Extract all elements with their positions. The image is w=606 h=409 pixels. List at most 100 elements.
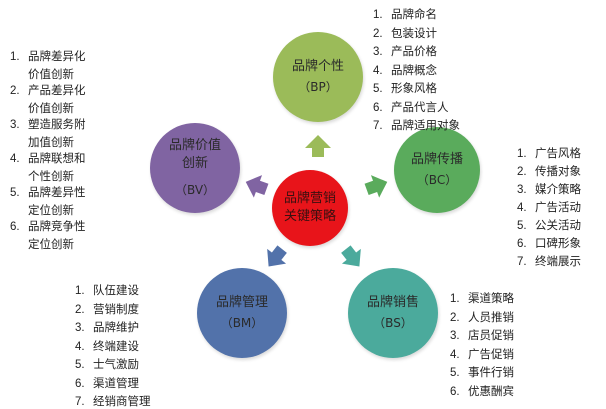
item-number: 4.: [10, 153, 20, 165]
arrow-to-bm: [267, 245, 287, 267]
item-text: 广告风格: [535, 146, 581, 160]
item-number: 1.: [517, 148, 527, 160]
item-text-line1: 产品差异化: [28, 83, 86, 97]
arrow-to-bv: [245, 175, 269, 198]
bp-list-item: 1.品牌命名: [373, 6, 460, 25]
item-text: 优惠酬宾: [468, 383, 514, 398]
center-node: 品牌营销 关键策略: [272, 170, 348, 246]
bm-list-item: 5.士气激励: [75, 356, 151, 375]
bv-list-item: 5. 品牌差异性定位创新: [10, 184, 86, 218]
node-bv-code: （BV）: [174, 183, 216, 197]
item-text: 终端建设: [93, 338, 139, 353]
bc-list-item: 4.广告活动: [517, 199, 581, 217]
item-text: 产品代言人: [391, 99, 449, 114]
bm-list-item: 4. 终端建设: [75, 338, 151, 357]
item-number: 1.: [10, 51, 20, 63]
item-number: 4.: [75, 340, 85, 353]
bs-list-item: 3. 店员促销: [450, 327, 514, 346]
item-text: 公关活动: [535, 218, 581, 232]
item-text: 经销商管理: [93, 394, 151, 408]
node-bv-name-line2: 创新: [181, 156, 208, 171]
item-text: 营销制度: [93, 301, 139, 316]
item-text: 形象风格: [391, 81, 437, 95]
item-number: 6.: [10, 221, 20, 233]
bm-list-item: 1.队伍建设: [75, 282, 151, 301]
bm-list-item: 6.渠道管理: [75, 375, 151, 394]
item-number: 1.: [450, 293, 460, 305]
node-bc: 品牌传播 （BC）: [394, 127, 480, 213]
item-number: 3.: [517, 184, 527, 196]
item-number: 2.: [75, 303, 85, 316]
item-text: 人员推销: [468, 309, 514, 324]
item-number: 1.: [373, 9, 383, 21]
bp-list-item: 6.产品代言人: [373, 99, 460, 118]
item-text: 广告促销: [468, 346, 514, 361]
item-text: 事件行销: [468, 365, 514, 380]
item-number: 2.: [517, 166, 527, 178]
bv-list-item: 6.品牌竞争性定位创新: [10, 218, 86, 252]
node-bm-name: 品牌管理: [215, 295, 268, 310]
node-bc-code: （BC）: [416, 173, 458, 187]
item-text: 口碑形象: [535, 236, 581, 250]
item-number: 2.: [373, 27, 383, 40]
item-number: 3.: [450, 330, 460, 343]
item-number: 6.: [517, 238, 527, 250]
bs-list-item: 1. 渠道策略: [450, 290, 514, 309]
item-text: 品牌适用对象: [391, 118, 460, 132]
item-number: 5.: [450, 367, 460, 380]
item-text-line1: 品牌竞争性: [28, 219, 86, 233]
item-text-line1: 品牌差异性: [28, 185, 86, 199]
bc-list-item: 5. 公关活动: [517, 217, 581, 235]
bs-item-list: 1. 渠道策略 2. 人员推销 3. 店员促销 4. 广告促销 5. 事件行销 6. 优惠酬宾: [450, 290, 514, 402]
bc-list-item: 6. 口碑形象: [517, 235, 581, 253]
item-number: 4.: [450, 348, 460, 361]
arrow-to-bp: [305, 135, 331, 157]
item-text: 渠道管理: [93, 375, 139, 390]
item-text-line1: 品牌差异化: [28, 49, 86, 63]
item-number: 3.: [10, 119, 20, 131]
item-text-line2: 价值创新: [28, 100, 74, 115]
node-bs: 品牌销售 （BS）: [348, 268, 438, 358]
item-text: 士气激励: [93, 357, 139, 371]
node-bp: 品牌个性 （BP）: [273, 32, 363, 122]
node-bp-code: （BP）: [298, 80, 338, 94]
bp-list-item: 4.品牌概念: [373, 62, 460, 81]
node-bs-code: （BS）: [373, 316, 413, 330]
bc-list-item: 2. 传播对象: [517, 163, 581, 181]
item-number: 5.: [10, 187, 20, 199]
item-text: 品牌概念: [391, 62, 437, 77]
item-text: 渠道策略: [468, 291, 514, 305]
bp-list-item: 7. 品牌适用对象: [373, 117, 460, 136]
item-number: 2.: [450, 311, 460, 324]
node-bv: 品牌价值 创新 （BV）: [150, 123, 240, 213]
bm-list-item: 3.品牌维护: [75, 319, 151, 338]
item-text: 传播对象: [535, 164, 581, 178]
item-text-line2: 定位创新: [28, 202, 74, 217]
bc-list-item: 3. 媒介策略: [517, 181, 581, 199]
arrow-to-bs: [341, 245, 361, 267]
item-text: 媒介策略: [535, 182, 581, 196]
node-bc-name: 品牌传播: [410, 152, 463, 167]
node-bs-name: 品牌销售: [366, 295, 419, 310]
item-text: 包装设计: [391, 25, 437, 40]
item-text: 店员促销: [468, 328, 514, 343]
bs-list-item: 4. 广告促销: [450, 346, 514, 365]
center-label-line1: 品牌营销: [283, 191, 336, 206]
item-text: 队伍建设: [93, 283, 139, 297]
node-bp-name: 品牌个性: [291, 59, 344, 74]
bs-list-item: 5. 事件行销: [450, 364, 514, 383]
item-number: 6.: [450, 385, 460, 398]
node-bv-name-line1: 品牌价值: [168, 138, 221, 153]
node-bm: 品牌管理 （BM）: [197, 268, 287, 358]
item-number: 5.: [517, 220, 527, 232]
item-number: 7.: [373, 120, 383, 132]
item-number: 3.: [75, 322, 85, 334]
bp-list-item: 2. 包装设计: [373, 25, 460, 44]
item-number: 7.: [517, 256, 527, 268]
bv-list-item: 1.品牌差异化价值创新: [10, 48, 86, 82]
